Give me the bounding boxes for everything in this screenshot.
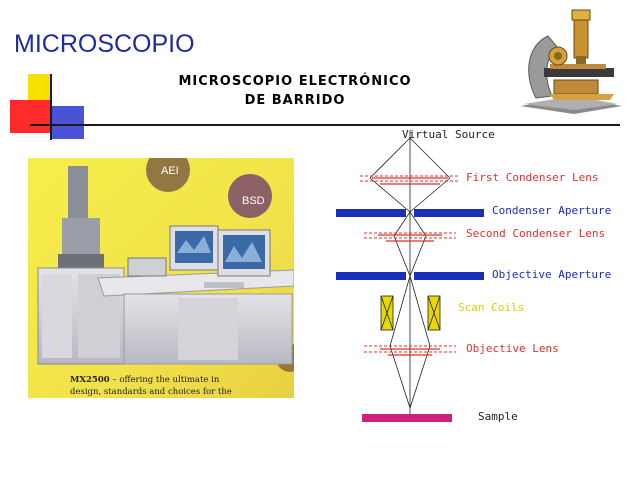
label-scan-coils: Scan Coils bbox=[458, 301, 525, 314]
sem-photo-illustration: AEI BSD bbox=[28, 158, 294, 398]
page-title: MICROSCOPIO bbox=[14, 30, 195, 58]
photo-caption: MX2500 – offering the ultimate in design… bbox=[70, 374, 232, 398]
sample-stage bbox=[362, 414, 452, 422]
label-sample: Sample bbox=[478, 410, 518, 423]
photo-label-bsd: BSD bbox=[242, 195, 265, 207]
label-objective-lens: Objective Lens bbox=[466, 342, 559, 355]
slide-subtitle: MICROSCOPIO ELECTRÓNICO DE BARRIDO bbox=[170, 72, 420, 110]
photo-caption-model: MX2500 bbox=[70, 375, 110, 385]
photo-caption-line-2: design, standards and choices for the bbox=[70, 387, 232, 397]
scan-coils bbox=[380, 295, 441, 331]
sem-schematic: Virtual Source First Condenser Lens Cond… bbox=[330, 126, 620, 436]
label-virtual-source: Virtual Source bbox=[402, 128, 495, 141]
decor-vertical-line bbox=[50, 74, 52, 140]
microscope-icon bbox=[514, 6, 626, 118]
sem-photo: AEI BSD bbox=[28, 158, 294, 398]
second-condenser-lens bbox=[364, 232, 456, 242]
decor-blue-square bbox=[50, 106, 84, 139]
objective-aperture bbox=[336, 272, 484, 280]
label-condenser-aperture: Condenser Aperture bbox=[492, 204, 612, 217]
photo-caption-line-1: – offering the ultimate in bbox=[109, 375, 220, 385]
label-first-condenser-lens: First Condenser Lens bbox=[466, 171, 599, 184]
subtitle-line-1: MICROSCOPIO ELECTRÓNICO bbox=[178, 74, 412, 89]
label-second-condenser-lens: Second Condenser Lens bbox=[466, 227, 606, 240]
objective-lens bbox=[364, 345, 456, 356]
subtitle-line-2: DE BARRIDO bbox=[244, 93, 346, 108]
first-condenser-lens bbox=[360, 175, 460, 185]
title-divider bbox=[30, 124, 620, 126]
photo-label-aei: AEI bbox=[161, 165, 179, 177]
condenser-aperture bbox=[336, 209, 484, 217]
decor-red-square bbox=[10, 100, 50, 133]
sem-schematic-drawing bbox=[336, 130, 484, 422]
label-objective-aperture: Objective Aperture bbox=[492, 268, 612, 281]
